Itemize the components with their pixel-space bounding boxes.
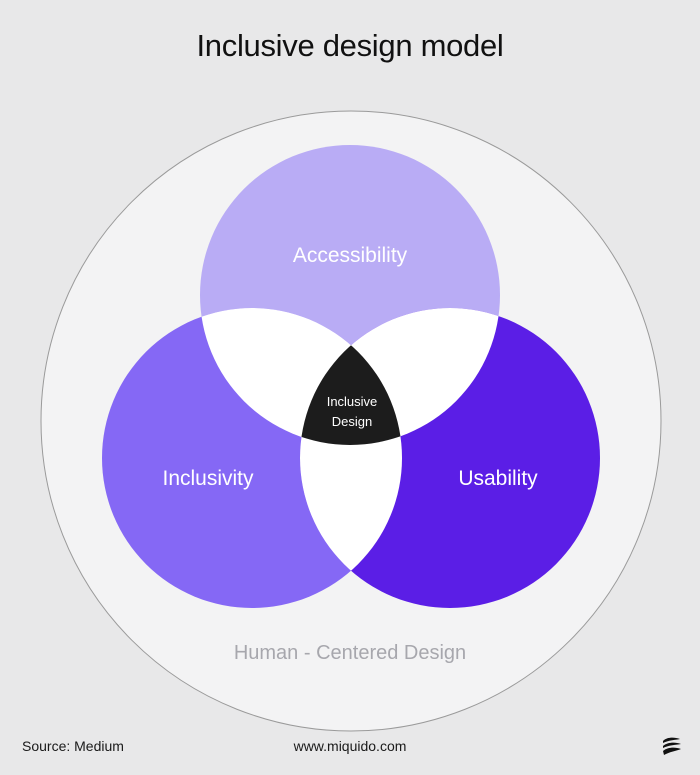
inclusive-design-center [300, 308, 402, 445]
website-text: www.miquido.com [293, 738, 407, 754]
source-text: Source: Medium [22, 738, 124, 754]
human-centered-label: Human - Centered Design [234, 642, 466, 664]
accessibility-label: Accessibility [293, 244, 408, 267]
usability-label: Usability [458, 467, 538, 490]
center-label-line2: Design [332, 414, 372, 429]
center-label-line1: Inclusive [327, 394, 378, 409]
inclusivity-label: Inclusivity [162, 467, 254, 490]
miquido-logo-icon [663, 737, 681, 755]
page-title: Inclusive design model [196, 28, 504, 63]
